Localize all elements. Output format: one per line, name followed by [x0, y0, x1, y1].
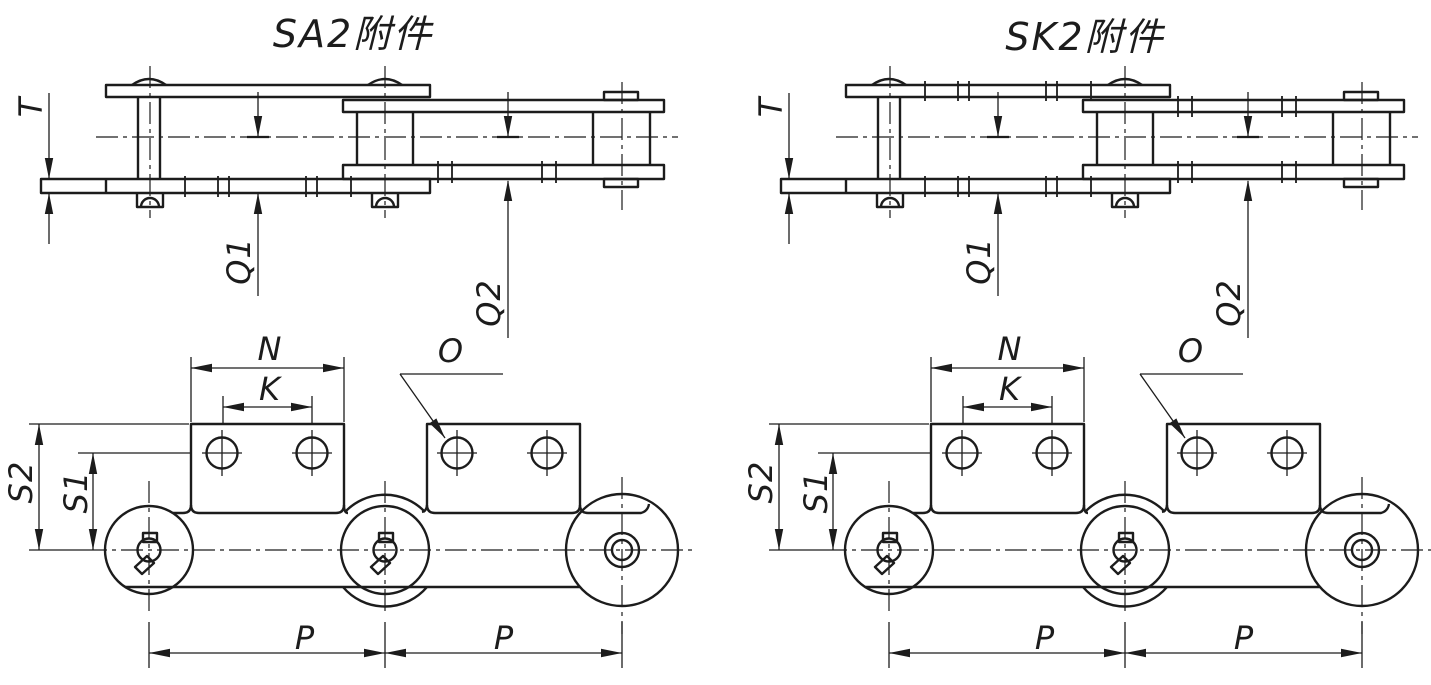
dim-label-o: O — [1178, 332, 1204, 370]
dim-label-p2: P — [494, 619, 514, 657]
dim-label-t: T — [12, 95, 50, 117]
figure-sa2: SA2附件 T Q1 Q2 N K O S2 S1 P P — [2, 12, 692, 668]
dim-label-p1: P — [295, 619, 315, 657]
dim-label-o: O — [438, 332, 464, 370]
figure-title-sk2: SK2附件 — [1005, 15, 1165, 59]
dim-label-k: K — [999, 370, 1023, 408]
dim-label-k: K — [259, 370, 283, 408]
sa2-dimension-labels: T Q1 Q2 N K O S2 S1 P P — [2, 95, 514, 657]
sk2-dimension-labels: T Q1 Q2 N K O S2 S1 P P — [742, 95, 1254, 657]
dim-label-s2: S2 — [742, 461, 780, 504]
dim-label-q2: Q2 — [1210, 279, 1248, 327]
figure-sk2: SK2附件 T Q1 Q2 N K O S2 S1 P P — [742, 15, 1431, 668]
sa2-side-elevation — [41, 66, 678, 338]
dim-label-s1: S1 — [797, 471, 835, 514]
figure-title-sa2: SA2附件 — [273, 12, 434, 56]
dim-label-q1: Q1 — [960, 237, 998, 285]
dim-label-p2: P — [1234, 619, 1254, 657]
dim-label-s1: S1 — [57, 471, 95, 514]
dim-label-n: N — [998, 330, 1023, 368]
dim-label-s2: S2 — [2, 461, 40, 504]
sk2-plan-view — [769, 357, 1431, 668]
dim-label-n: N — [258, 330, 283, 368]
dim-label-q2: Q2 — [470, 279, 508, 327]
dim-label-p1: P — [1035, 619, 1055, 657]
dim-label-t: T — [752, 95, 790, 117]
sk2-side-elevation — [781, 66, 1418, 338]
dim-label-q1: Q1 — [220, 237, 258, 285]
sa2-plan-view — [29, 357, 692, 668]
